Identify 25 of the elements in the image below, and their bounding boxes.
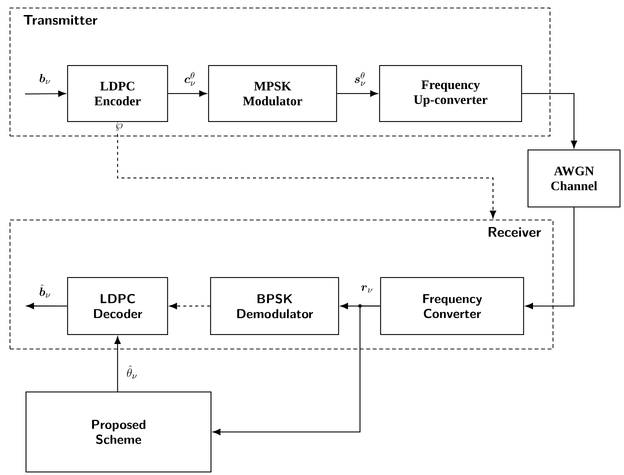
edge-label: $\boldsymbol{c}_{\nu}^{\theta}$ bbox=[183, 71, 197, 87]
arrow bbox=[169, 302, 211, 310]
process-box: LDPC Encoder bbox=[67, 65, 168, 122]
process-box: BPSK Demodulator bbox=[210, 277, 340, 336]
edge-label: $\hat{\theta}_{\nu}$ bbox=[125, 364, 139, 380]
edge-label: $\wp$ bbox=[114, 122, 124, 132]
process-box: LDPC Decoder bbox=[67, 277, 168, 336]
edge-label: $\hat{\boldsymbol{b}}_{\nu}$ bbox=[38, 283, 52, 299]
arrow bbox=[168, 90, 207, 97]
arrow bbox=[336, 90, 378, 97]
edge-label: $\boldsymbol{s}_{\nu}^{\theta}$ bbox=[353, 71, 367, 87]
edge-label: $\boldsymbol{r}_{\nu}$ bbox=[360, 284, 374, 294]
arrow bbox=[26, 302, 68, 310]
arrow bbox=[212, 306, 381, 436]
edge-label: $\boldsymbol{b}_{\nu}$ bbox=[38, 72, 52, 86]
arrow bbox=[525, 206, 574, 310]
process-box: MPSK Modulator bbox=[208, 65, 338, 122]
arrow bbox=[24, 90, 66, 97]
arrow bbox=[114, 336, 121, 392]
process-box: Frequency Up-converter bbox=[379, 65, 522, 122]
process-box: Proposed Scheme bbox=[26, 392, 212, 472]
arrow bbox=[522, 93, 578, 148]
process-box: AWGN Channel bbox=[528, 150, 620, 208]
arrow bbox=[117, 122, 496, 218]
process-box: Frequency Converter bbox=[380, 277, 524, 336]
